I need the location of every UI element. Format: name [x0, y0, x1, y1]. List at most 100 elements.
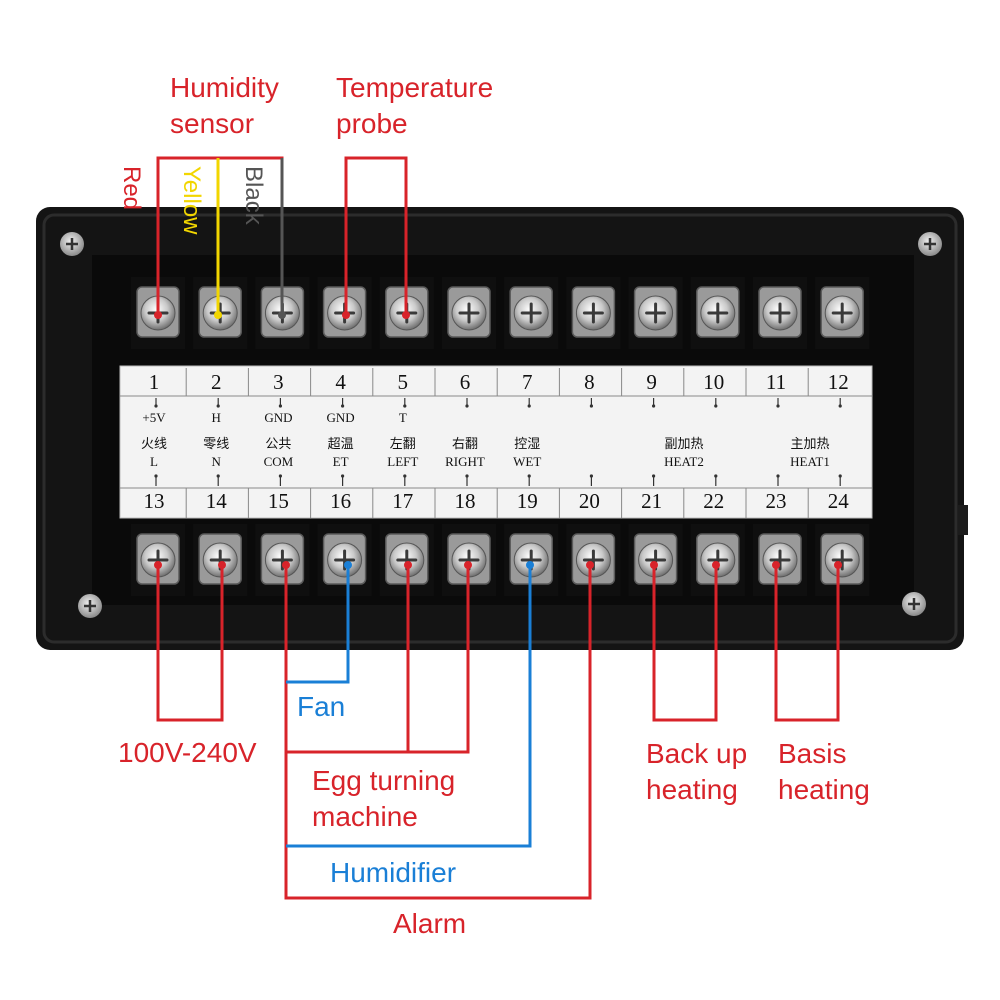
terminal-screw-8[interactable] [566, 277, 621, 349]
wire-humidifier [286, 565, 532, 848]
heat2-cn-label: 副加热 [664, 437, 703, 452]
bolt-icon [902, 592, 926, 616]
wire-basis-heating [774, 565, 840, 722]
heat1-cn-label: 主加热 [790, 437, 829, 452]
pin-signal-3: GND [264, 410, 292, 425]
pin-en-19: WET [513, 454, 541, 469]
pin-number-6: 6 [460, 370, 471, 394]
pin-cn-16: 超温 [328, 437, 354, 452]
heat2-en-label: HEAT2 [664, 454, 704, 469]
pin-en-18: RIGHT [445, 454, 485, 469]
callout-humidifier: Humidifier [330, 857, 456, 888]
callout-alarm: Alarm [393, 908, 466, 939]
pin-number-18: 18 [455, 489, 476, 513]
wire-fan [286, 565, 350, 684]
pin-number-11: 11 [766, 370, 786, 394]
pin-en-13: L [150, 454, 158, 469]
pin-number-7: 7 [522, 370, 533, 394]
pin-number-1: 1 [149, 370, 160, 394]
callout-fan: Fan [297, 691, 345, 722]
pin-number-23: 23 [766, 489, 787, 513]
callouts: Humidity sensor Temperature probe 100V-2… [118, 72, 870, 939]
bolt-icon [918, 232, 942, 256]
pin-number-17: 17 [392, 489, 413, 513]
terminal-screw-20[interactable] [566, 524, 621, 596]
pin-signal-1: +5V [142, 410, 166, 425]
pin-cn-17: 左翻 [390, 437, 416, 452]
screw-cross-icon [831, 302, 853, 324]
terminal-screw-22[interactable] [690, 524, 745, 596]
wires [156, 156, 840, 900]
pin-number-22: 22 [703, 489, 724, 513]
terminal-screw-10[interactable] [690, 277, 745, 349]
pin-number-2: 2 [211, 370, 222, 394]
terminal-screw-6[interactable] [442, 277, 496, 349]
wire-egg-turning-right [408, 565, 470, 754]
pin-number-13: 13 [144, 489, 165, 513]
wire-power [156, 565, 224, 722]
callout-backup-heating-line2: heating [646, 774, 738, 805]
pin-cn-18: 右翻 [452, 437, 478, 452]
terminal-screw-21[interactable] [628, 524, 683, 596]
screw-cross-icon [520, 302, 542, 324]
screw-cross-icon [769, 302, 791, 324]
pin-en-14: N [212, 454, 222, 469]
terminal-screw-15[interactable] [255, 524, 310, 596]
terminal-screw-14[interactable] [193, 524, 248, 596]
screw-cross-icon [458, 302, 480, 324]
wire-temperature-probe [344, 156, 408, 315]
heat1-en-label: HEAT1 [790, 454, 830, 469]
pin-number-15: 15 [268, 489, 289, 513]
pin-cn-19: 控湿 [514, 437, 540, 452]
bottom-terminal-row [131, 524, 870, 596]
callout-egg-turning-line2: machine [312, 801, 418, 832]
screw-cross-icon [769, 549, 791, 571]
pin-signal-2: H [212, 410, 221, 425]
terminal-screw-7[interactable] [504, 277, 559, 349]
wire-backup-heating [652, 565, 718, 722]
callout-basis-heating-line1: Basis [778, 738, 846, 769]
callout-power: 100V-240V [118, 737, 257, 768]
pin-signal-5: T [399, 410, 407, 425]
callout-backup-heating-line1: Back up [646, 738, 747, 769]
pin-en-17: LEFT [387, 454, 418, 469]
terminal-screw-16[interactable] [317, 524, 372, 596]
pin-number-19: 19 [517, 489, 538, 513]
callout-temperature-probe-line1: Temperature [336, 72, 493, 103]
pin-number-21: 21 [641, 489, 662, 513]
terminal-screw-13[interactable] [131, 524, 185, 596]
terminal-screw-9[interactable] [628, 277, 683, 349]
pin-number-24: 24 [828, 489, 850, 513]
screw-cross-icon [645, 302, 667, 324]
pin-number-5: 5 [398, 370, 409, 394]
callout-temperature-probe-line2: probe [336, 108, 408, 139]
pin-cn-15: 公共 [265, 437, 291, 452]
bolt-icon [78, 594, 102, 618]
pin-cn-13: 火线 [141, 437, 167, 452]
mounting-bolts [60, 232, 942, 618]
terminal-screw-12[interactable] [815, 277, 870, 349]
pin-signal-4: GND [327, 410, 355, 425]
screw-cross-icon [707, 302, 729, 324]
pin-number-20: 20 [579, 489, 600, 513]
terminal-screw-11[interactable] [753, 277, 807, 349]
pin-en-15: COM [264, 454, 294, 469]
callout-humidity-sensor-line2: sensor [170, 108, 254, 139]
pin-number-9: 9 [646, 370, 657, 394]
wire-com-trunk [284, 565, 592, 900]
pin-number-10: 10 [703, 370, 724, 394]
pin-cn-14: 零线 [203, 437, 229, 452]
pin-number-14: 14 [206, 489, 228, 513]
terminal-screw-23[interactable] [753, 524, 807, 596]
wire-label-black: Black [240, 166, 267, 226]
pin-number-4: 4 [335, 370, 346, 394]
terminal-screw-24[interactable] [815, 524, 870, 596]
callout-egg-turning-line1: Egg turning [312, 765, 455, 796]
pin-number-8: 8 [584, 370, 595, 394]
callout-basis-heating-line2: heating [778, 774, 870, 805]
screw-cross-icon [582, 302, 604, 324]
pin-number-3: 3 [273, 370, 284, 394]
bolt-icon [60, 232, 84, 256]
wire-end-dots [154, 311, 842, 569]
